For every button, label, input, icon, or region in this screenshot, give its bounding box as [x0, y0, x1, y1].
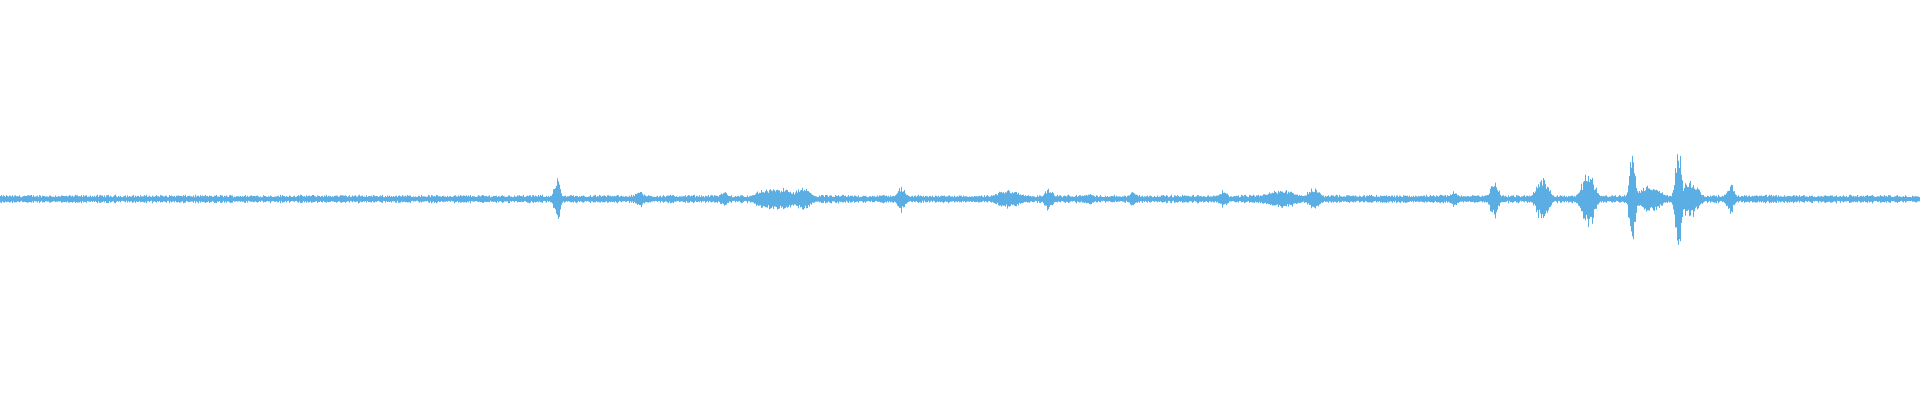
- waveform-trace: [0, 154, 1920, 245]
